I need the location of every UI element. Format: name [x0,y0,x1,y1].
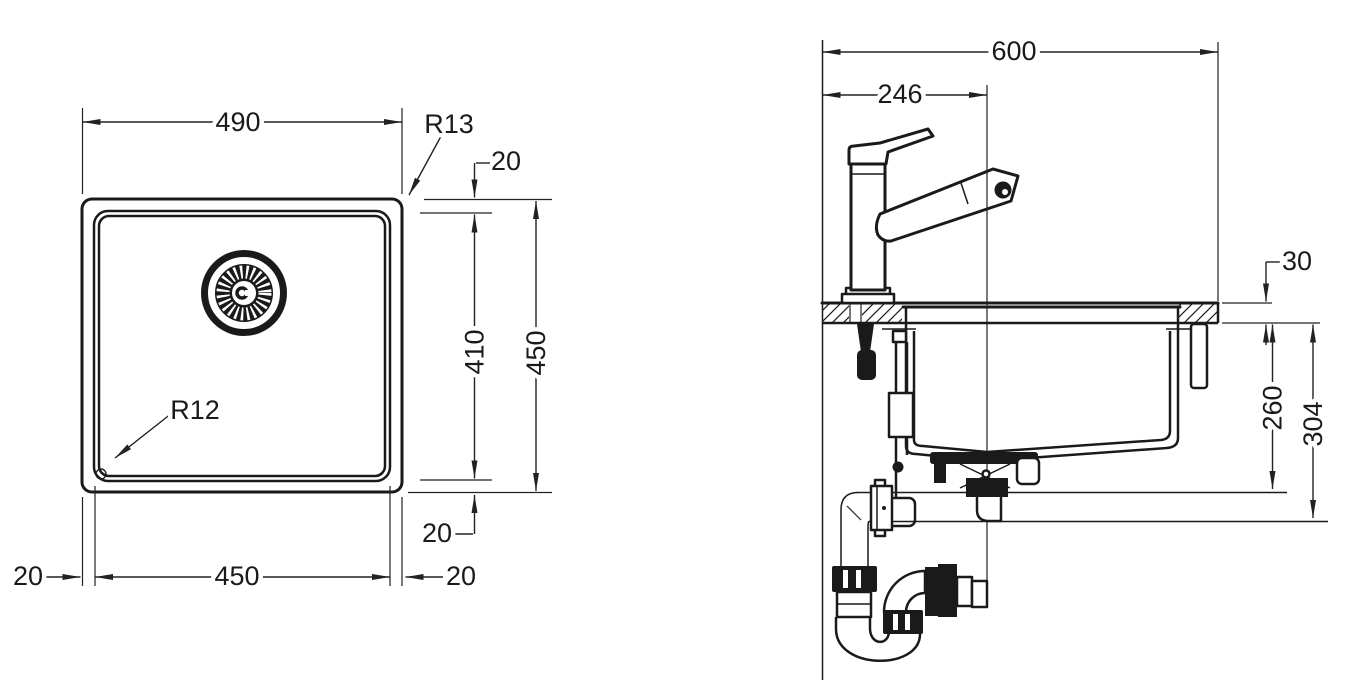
dim-rim-bottom: 20 [417,495,478,553]
dim-depth-to-outlet: 260 [1253,324,1292,489]
trap-outlet-flange [938,564,957,617]
bowl-rim-outer [92,209,392,483]
dim-cabinet-width: 600 [822,32,1219,301]
dim-label-600: 600 [991,36,1036,66]
dim-height-overall: 450 [408,201,556,494]
trap-outlet-ring [925,567,938,616]
drain-strainer [201,250,287,336]
dim-label-20-bottom: 20 [422,518,452,548]
waste-pipe [840,478,1328,570]
p-trap [832,564,989,662]
drain-assembly [930,452,1041,523]
leader-r13: R13 [408,105,478,196]
dim-label-20-top: 20 [491,146,521,176]
sink-outer-edge [80,197,404,494]
dim-label-20-left: 20 [13,561,43,591]
dim-bottom-row: 20 450 20 [8,486,481,596]
dim-depth-overall: 304 [1294,324,1333,518]
pipe-flange [869,484,894,532]
faucet-handle [847,127,935,166]
dim-label-450-v: 450 [521,330,551,375]
bowl-rim-inner [97,214,387,478]
sink-bowl-section [882,305,1190,463]
dim-label-r12: R12 [170,395,220,425]
dim-bowl-length: 410 [420,214,494,481]
dim-width-overall: 490 [81,103,403,194]
side-view: 600 246 30 260 304 [820,32,1333,680]
dim-rim-top: 20 [420,142,552,214]
dim-label-246: 246 [877,79,922,109]
faucet-spout [874,167,1020,243]
dim-label-304: 304 [1298,401,1328,446]
leader-r12: R12 [95,391,224,480]
top-view: 490 R13 20 410 450 [8,103,556,596]
mounting-clip [1189,322,1209,390]
dim-label-20-right: 20 [446,561,476,591]
dim-counter-thickness: 30 [1222,242,1320,345]
dim-label-410: 410 [460,329,490,374]
dim-label-30: 30 [1282,246,1312,276]
mounting-clamp [857,324,876,380]
dim-label-490: 490 [215,107,260,137]
countertop [820,301,1220,325]
dim-drain-offset: 246 [822,75,987,114]
faucet [840,127,1020,305]
dim-label-r13: R13 [424,109,474,139]
dim-label-260: 260 [1258,385,1288,430]
dim-label-450-h: 450 [214,561,259,591]
